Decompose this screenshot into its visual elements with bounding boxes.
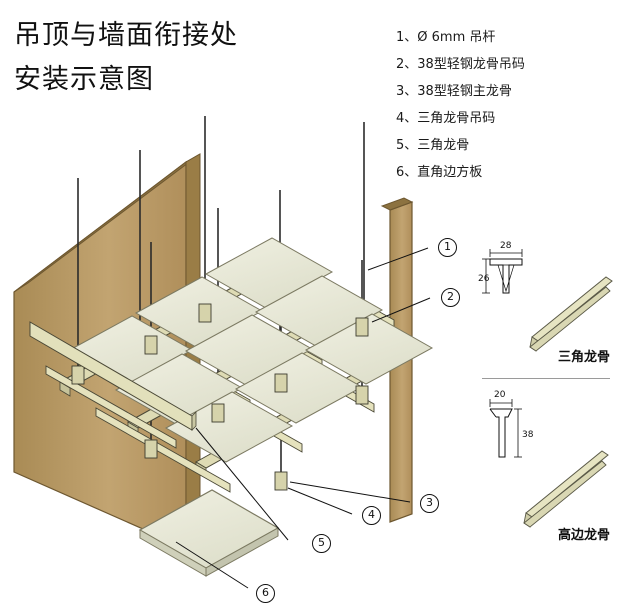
callout-3: 3 xyxy=(420,494,439,513)
callout-1: 1 xyxy=(438,238,457,257)
legend-item-6: 6、直角边方板 xyxy=(396,165,483,180)
legend-item-3: 3、38型轻钢主龙骨 xyxy=(396,84,512,99)
title-line-2: 安装示意图 xyxy=(14,64,154,95)
profile-detail-triangle-keel: 28 26 三角龙骨 xyxy=(478,237,614,367)
triangle-keel-3d xyxy=(529,276,613,352)
legend-list: 1、Ø 6mm 吊杆 2、38型轻钢龙骨吊码 3、38型轻钢主龙骨 4、三角龙骨… xyxy=(396,24,576,186)
callout-6: 6 xyxy=(256,584,275,603)
detached-panel xyxy=(138,489,280,577)
keel-hanger-clips xyxy=(71,303,369,491)
high-edge-keel-svg: 20 38 xyxy=(489,390,609,528)
dimension-side-label: 26 xyxy=(478,274,490,284)
callout-leader-lines xyxy=(175,247,431,589)
callout-2: 2 xyxy=(441,288,460,307)
dimension-side xyxy=(482,258,490,294)
profile-2-caption: 高边龙骨 xyxy=(557,528,610,543)
dimension-top-label-2: 20 xyxy=(494,390,506,400)
high-edge-keel-section xyxy=(489,408,513,458)
profile-1-caption: 三角龙骨 xyxy=(557,350,610,365)
triangle-keel-svg: 28 26 xyxy=(478,241,613,352)
callout-5: 5 xyxy=(312,534,331,553)
legend-item-4: 4、三角龙骨吊码 xyxy=(396,111,496,126)
legend-item-5: 5、三角龙骨 xyxy=(396,138,470,153)
dimension-side-label-2: 38 xyxy=(522,430,534,440)
isometric-ceiling-drawing xyxy=(13,116,434,589)
dimension-top xyxy=(489,249,523,257)
legend-item-2: 2、38型轻钢龙骨吊码 xyxy=(396,57,525,72)
triangle-keel-section xyxy=(489,258,523,294)
profile-detail-high-edge-keel: 20 38 高边龙骨 xyxy=(478,385,614,545)
dimension-top-2 xyxy=(489,399,513,407)
callout-4: 4 xyxy=(362,506,381,525)
page-title: 吊顶与墙面衔接处 安装示意图 xyxy=(14,14,344,102)
high-edge-keel-3d xyxy=(523,450,609,528)
dimension-top-label: 28 xyxy=(500,241,512,251)
wall-angle-trim xyxy=(29,321,197,431)
dimension-side-2 xyxy=(514,408,522,458)
legend-item-1: 1、Ø 6mm 吊杆 xyxy=(396,30,496,45)
profile-divider xyxy=(482,378,610,379)
title-line-1: 吊顶与墙面衔接处 xyxy=(14,20,238,51)
